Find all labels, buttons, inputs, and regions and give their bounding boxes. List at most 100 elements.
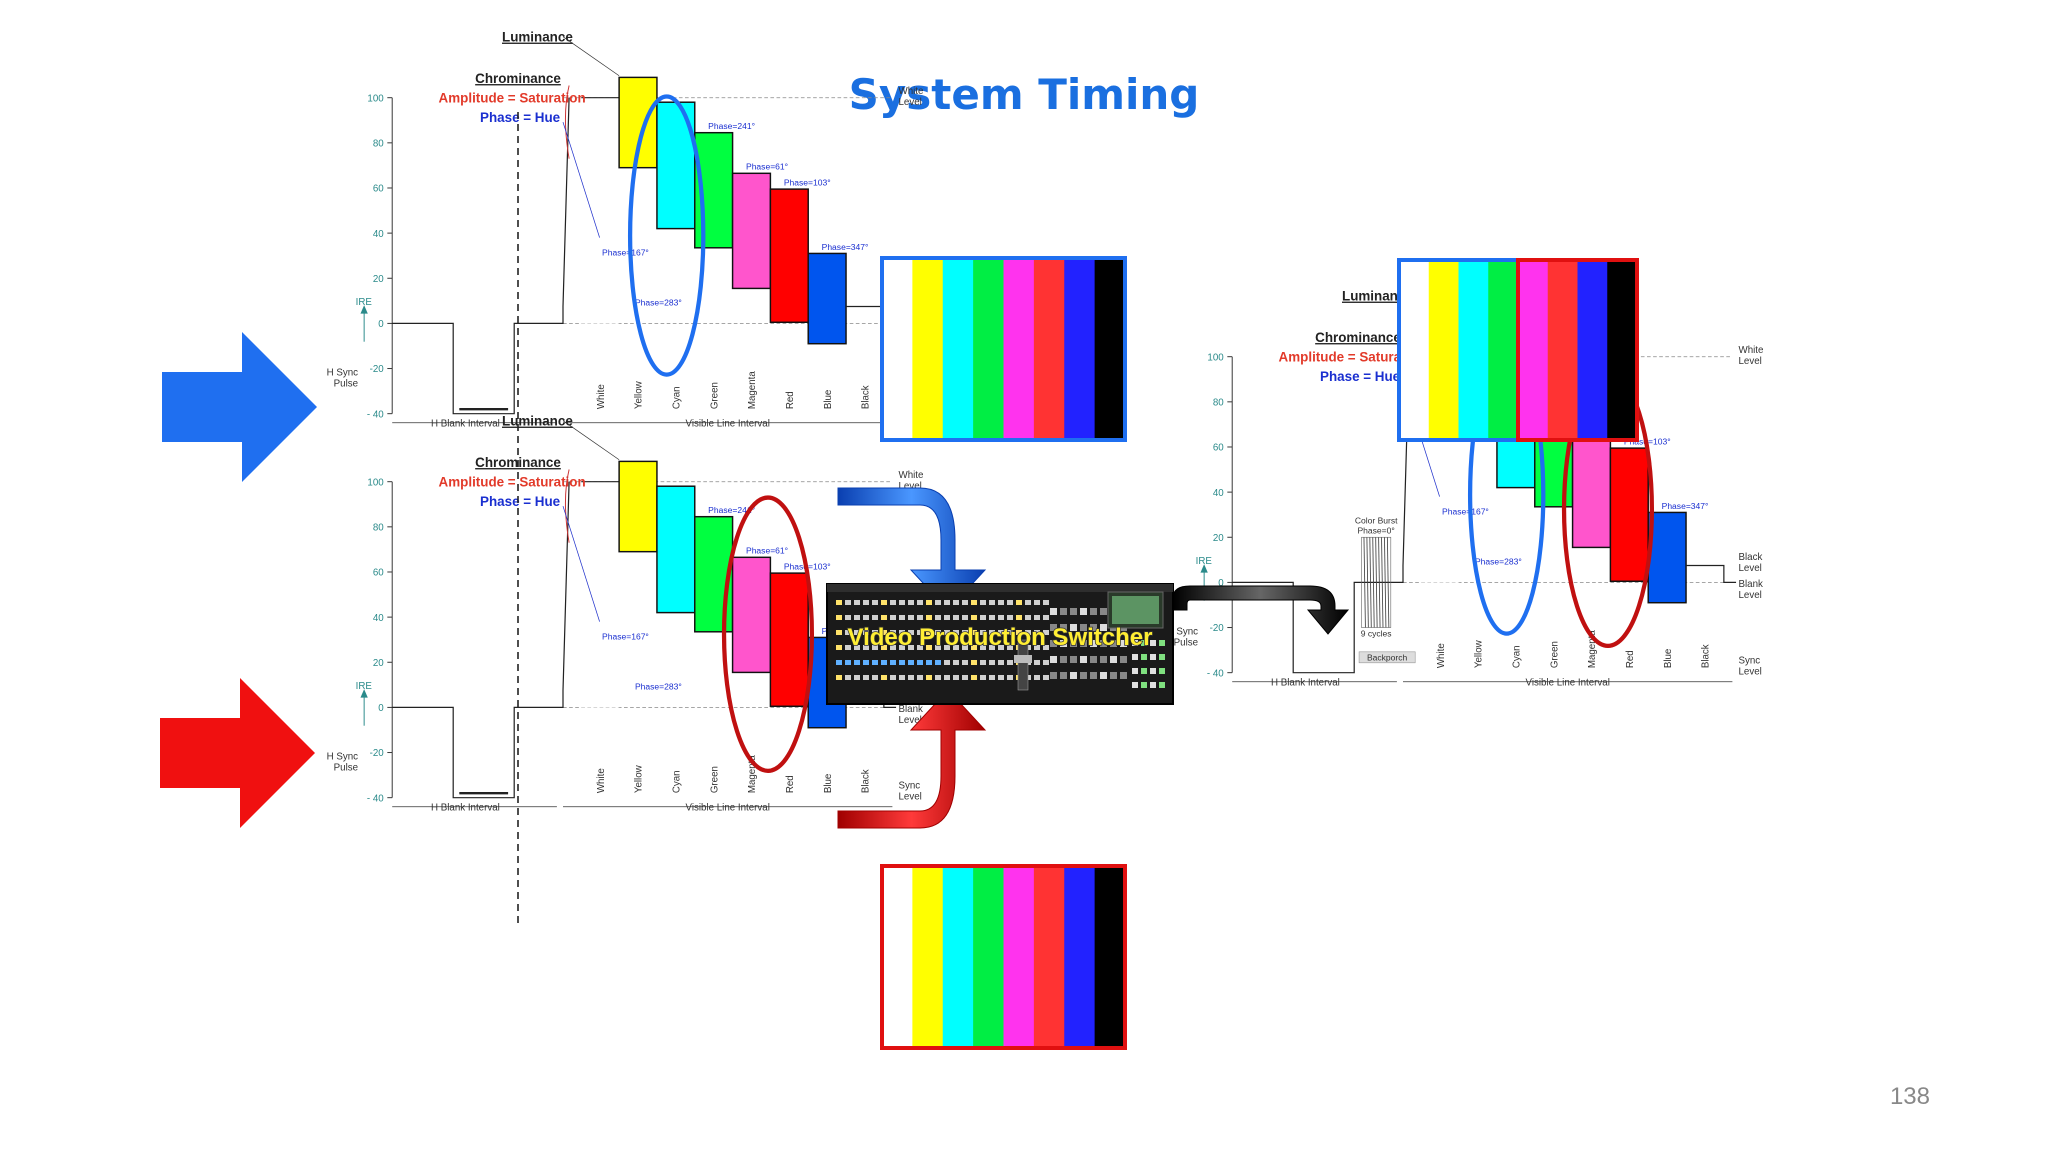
switcher-button xyxy=(935,645,941,650)
color-burst-cycle xyxy=(1378,537,1381,628)
switcher-key xyxy=(1090,640,1097,647)
bar-label-blue: Blue xyxy=(823,774,834,794)
color-burst-cycle xyxy=(1366,537,1369,628)
y-tick-label: - 40 xyxy=(367,793,384,804)
y-tick-label: 20 xyxy=(373,274,384,285)
switcher-button xyxy=(836,675,842,680)
colorbar-border xyxy=(880,864,1127,1050)
switcher-button xyxy=(944,675,950,680)
switcher-button xyxy=(845,615,851,620)
switcher-button xyxy=(953,660,959,665)
switcher-button xyxy=(899,660,905,665)
color-stripe xyxy=(1428,260,1459,440)
phase-label: Phase=347° xyxy=(822,242,869,252)
color-stripe xyxy=(882,866,913,1048)
phase-label: Phase=61° xyxy=(746,162,788,172)
switcher-button xyxy=(989,600,995,605)
switcher-button xyxy=(836,645,842,650)
color-stripe xyxy=(1003,258,1035,440)
switcher-button xyxy=(908,630,914,635)
h-blank-interval-label: H Blank Interval xyxy=(1271,677,1340,688)
switcher-button-green xyxy=(1141,668,1147,674)
bar-label-cyan: Cyan xyxy=(672,386,683,409)
color-stripe xyxy=(1064,258,1096,440)
switcher-button xyxy=(881,645,887,650)
switcher-key xyxy=(1060,624,1067,631)
chrominance-label: Chrominance xyxy=(1315,330,1401,345)
switcher-button xyxy=(989,675,995,680)
bar-label-red: Red xyxy=(785,775,796,793)
switcher-button xyxy=(899,600,905,605)
switcher-button xyxy=(890,630,896,635)
switcher-button xyxy=(881,675,887,680)
y-tick-label: 100 xyxy=(367,93,384,104)
phase-label: Phase=103° xyxy=(784,177,831,187)
switcher-button xyxy=(854,660,860,665)
switcher-button xyxy=(1007,630,1013,635)
sync-pulse-outline xyxy=(392,481,570,799)
switcher-key xyxy=(1050,672,1057,679)
ire-arrow-head xyxy=(360,305,368,314)
colorbar-border-right xyxy=(1516,258,1639,442)
y-tick-label: 60 xyxy=(373,568,384,579)
switcher-button xyxy=(890,615,896,620)
switcher-button xyxy=(908,660,914,665)
switcher-key xyxy=(1050,608,1057,615)
switcher-button xyxy=(962,630,968,635)
switcher-button xyxy=(989,645,995,650)
switcher-button xyxy=(872,660,878,665)
bar-magenta xyxy=(731,172,772,290)
luminance-pointer xyxy=(562,420,620,461)
phase-label: Phase=347° xyxy=(1662,501,1709,511)
luminance-label: Luminance xyxy=(1342,289,1413,304)
switcher-button-green xyxy=(1132,682,1138,688)
color-stripe xyxy=(1033,866,1065,1048)
color-stripe xyxy=(973,866,1004,1048)
color-stripe xyxy=(882,258,913,440)
switcher-button xyxy=(980,600,986,605)
color-stripe xyxy=(1458,260,1489,440)
top-colorbars xyxy=(880,256,1127,442)
y-tick-label: - 40 xyxy=(1207,668,1224,679)
switcher-button xyxy=(1043,600,1049,605)
video-production-switcher: Video Production Switcher xyxy=(826,583,1174,705)
switcher-button-green xyxy=(1141,640,1147,646)
phase-label: Phase=241° xyxy=(708,121,755,131)
switcher-button xyxy=(1016,630,1022,635)
phase-label: Phase=167° xyxy=(602,248,649,258)
bar-label-black: Black xyxy=(861,385,872,409)
switcher-button xyxy=(998,600,1004,605)
bar-label-yellow: Yellow xyxy=(634,380,645,409)
switcher-button xyxy=(908,645,914,650)
switcher-button xyxy=(962,615,968,620)
switcher-button xyxy=(872,675,878,680)
switcher-key xyxy=(1090,624,1097,631)
phase-pointer xyxy=(562,505,600,622)
color-burst-cycle xyxy=(1384,537,1387,628)
switcher-button xyxy=(863,630,869,635)
switcher-button xyxy=(863,675,869,680)
bar-cyan xyxy=(656,485,696,614)
switcher-button xyxy=(836,660,842,665)
switcher-key xyxy=(1090,672,1097,679)
switcher-key xyxy=(1100,624,1107,631)
switcher-button-green xyxy=(1141,682,1147,688)
combined-colorbars xyxy=(1397,258,1639,442)
switcher-button xyxy=(899,615,905,620)
ire-arrow-head xyxy=(1200,564,1208,573)
switcher-button xyxy=(1034,630,1040,635)
switcher-button xyxy=(1043,645,1049,650)
switcher-button xyxy=(872,615,878,620)
switcher-key xyxy=(1080,656,1087,663)
visible-line-interval-label: Visible Line Interval xyxy=(686,802,770,813)
switcher-button xyxy=(944,660,950,665)
switcher-button xyxy=(944,645,950,650)
switcher-key xyxy=(1120,640,1127,647)
color-stripe xyxy=(1607,260,1638,440)
switcher-key xyxy=(1080,624,1087,631)
switcher-top-edge xyxy=(827,584,1173,592)
